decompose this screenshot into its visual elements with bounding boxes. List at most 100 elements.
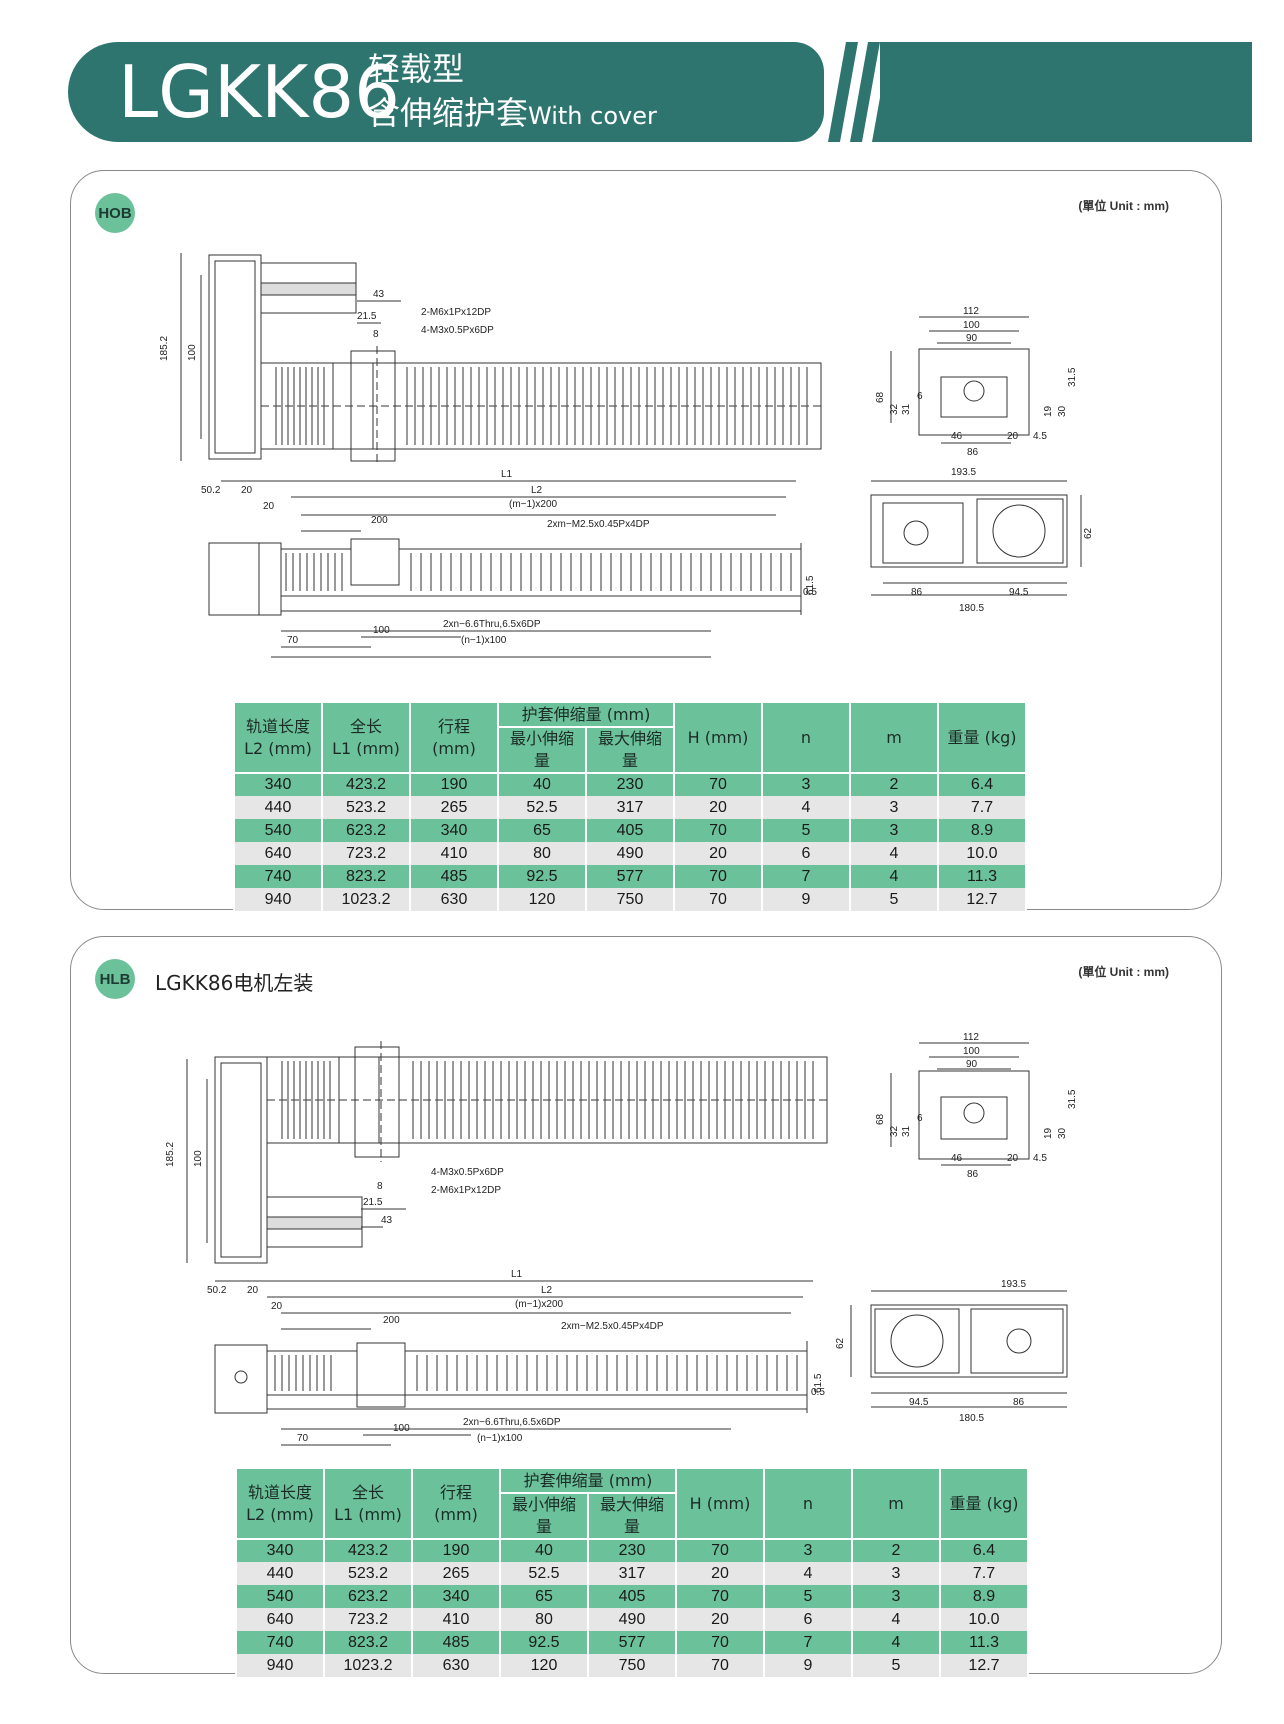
dim-20a: 20	[241, 485, 253, 496]
dim-185: 185.2	[159, 336, 170, 361]
th-weight: 重量 (kg)	[939, 1467, 1029, 1540]
dim-20a: 20	[247, 1285, 259, 1296]
panel-tag: HLB	[95, 959, 135, 999]
dim-31-5: 31.5	[1067, 367, 1078, 387]
th-weight: 重量 (kg)	[937, 701, 1027, 774]
dim-4-5: 4.5	[1033, 1153, 1047, 1164]
th-m: m	[851, 1467, 941, 1540]
dim-0-5: 0.5	[803, 587, 817, 598]
dim-86t: 86	[911, 587, 923, 598]
dim-86t: 86	[1013, 1397, 1025, 1408]
thru-spec: 2xn−6.6Thru,6.5x6DP	[443, 619, 541, 630]
dim-86e: 86	[967, 447, 979, 458]
subtitle-line1: 轻载型	[368, 50, 465, 88]
dim-100b: 100	[373, 625, 390, 636]
dim-100: 100	[193, 1150, 204, 1167]
dim-100: 100	[187, 344, 198, 361]
dim-100e: 100	[963, 1046, 980, 1057]
dim-62: 62	[835, 1337, 846, 1349]
tap-spec: 2xm−M2.5x0.45Px4DP	[547, 519, 650, 530]
dim-20e: 20	[1007, 431, 1019, 442]
hole-spec-2: 4-M3x0.5Px6DP	[421, 325, 494, 336]
dim-m200: (m−1)x200	[515, 1299, 564, 1310]
dim-200: 200	[383, 1315, 400, 1326]
dim-8: 8	[377, 1181, 383, 1192]
dim-31: 31	[901, 403, 912, 415]
dim-46: 46	[951, 1153, 963, 1164]
th-cover-min: 最小伸缩量	[497, 726, 587, 774]
panel-hlb: HLB LGKK86电机左装 (單位 Unit : mm)	[70, 936, 1222, 1677]
dim-50-2: 50.2	[201, 485, 221, 496]
dim-20e: 20	[1007, 1153, 1019, 1164]
dim-193-5: 193.5	[951, 467, 976, 478]
th-stroke: 行程(mm)	[409, 701, 499, 774]
panel-title: LGKK86电机左装	[155, 971, 314, 995]
drawing-hob: 185.2 100 43 21.5 8 2-M6x1Px12DP 4-M3x0.…	[159, 253, 1094, 658]
drawing-hlb: 185.2 100 43 21.5 8 4-M3x0.5Px6DP 2-M6x1…	[165, 1032, 1078, 1446]
dim-L1: L1	[501, 469, 513, 480]
panel-hob: HOB (單位 Unit : mm)	[70, 170, 1222, 911]
model-title: LGKK86	[118, 50, 400, 134]
hole-spec-1: 2-M6x1Px12DP	[421, 307, 491, 318]
dim-94-5: 94.5	[909, 1397, 929, 1408]
dim-185: 185.2	[165, 1142, 176, 1167]
unit-label: (單位 Unit : mm)	[1078, 965, 1169, 979]
th-n: n	[763, 1467, 853, 1540]
subtitle-line2: 含伸缩护套With cover	[368, 94, 657, 135]
panel-tag: HOB	[95, 193, 135, 233]
dim-61-5: 61.5	[805, 575, 816, 595]
dim-m200: (m−1)x200	[509, 499, 558, 510]
dim-L2: L2	[541, 1285, 553, 1296]
th-cover-min: 最小伸缩量	[499, 1492, 589, 1540]
subtitle-en: With cover	[528, 102, 657, 130]
th-stroke: 行程(mm)	[411, 1467, 501, 1540]
dim-6: 6	[917, 1113, 923, 1124]
dim-31-5: 31.5	[1067, 1089, 1078, 1109]
dim-50-2: 50.2	[207, 1285, 227, 1296]
dim-20b: 20	[263, 501, 275, 512]
dim-193-5: 193.5	[1001, 1279, 1026, 1290]
dim-4-5: 4.5	[1033, 431, 1047, 442]
dim-6: 6	[917, 391, 923, 402]
dim-L2: L2	[531, 485, 543, 496]
th-cover-max: 最大伸缩量	[587, 1492, 677, 1540]
th-cover: 护套伸缩量 (mm)	[497, 701, 675, 728]
dim-90: 90	[966, 333, 978, 344]
dim-90: 90	[966, 1059, 978, 1070]
dim-n100: (n−1)x100	[477, 1433, 523, 1444]
dim-200: 200	[371, 515, 388, 526]
dim-100b: 100	[393, 1423, 410, 1434]
dim-n100: (n−1)x100	[461, 635, 507, 646]
thru-spec: 2xn−6.6Thru,6.5x6DP	[463, 1417, 561, 1428]
dim-70: 70	[297, 1433, 309, 1444]
dim-8: 8	[373, 329, 379, 340]
dim-32: 32	[889, 403, 900, 415]
dim-46: 46	[951, 431, 963, 442]
subtitle-cn: 含伸缩护套	[368, 94, 529, 132]
dim-20b: 20	[271, 1301, 283, 1312]
th-m: m	[849, 701, 939, 774]
dim-32: 32	[889, 1125, 900, 1137]
dim-68: 68	[875, 1113, 886, 1125]
dim-21-5: 21.5	[357, 311, 377, 322]
dim-31: 31	[901, 1125, 912, 1137]
dim-19: 19	[1043, 1127, 1054, 1139]
header-bar-right	[880, 42, 1252, 142]
dim-19: 19	[1043, 405, 1054, 417]
hole-spec-1: 4-M3x0.5Px6DP	[431, 1167, 504, 1178]
